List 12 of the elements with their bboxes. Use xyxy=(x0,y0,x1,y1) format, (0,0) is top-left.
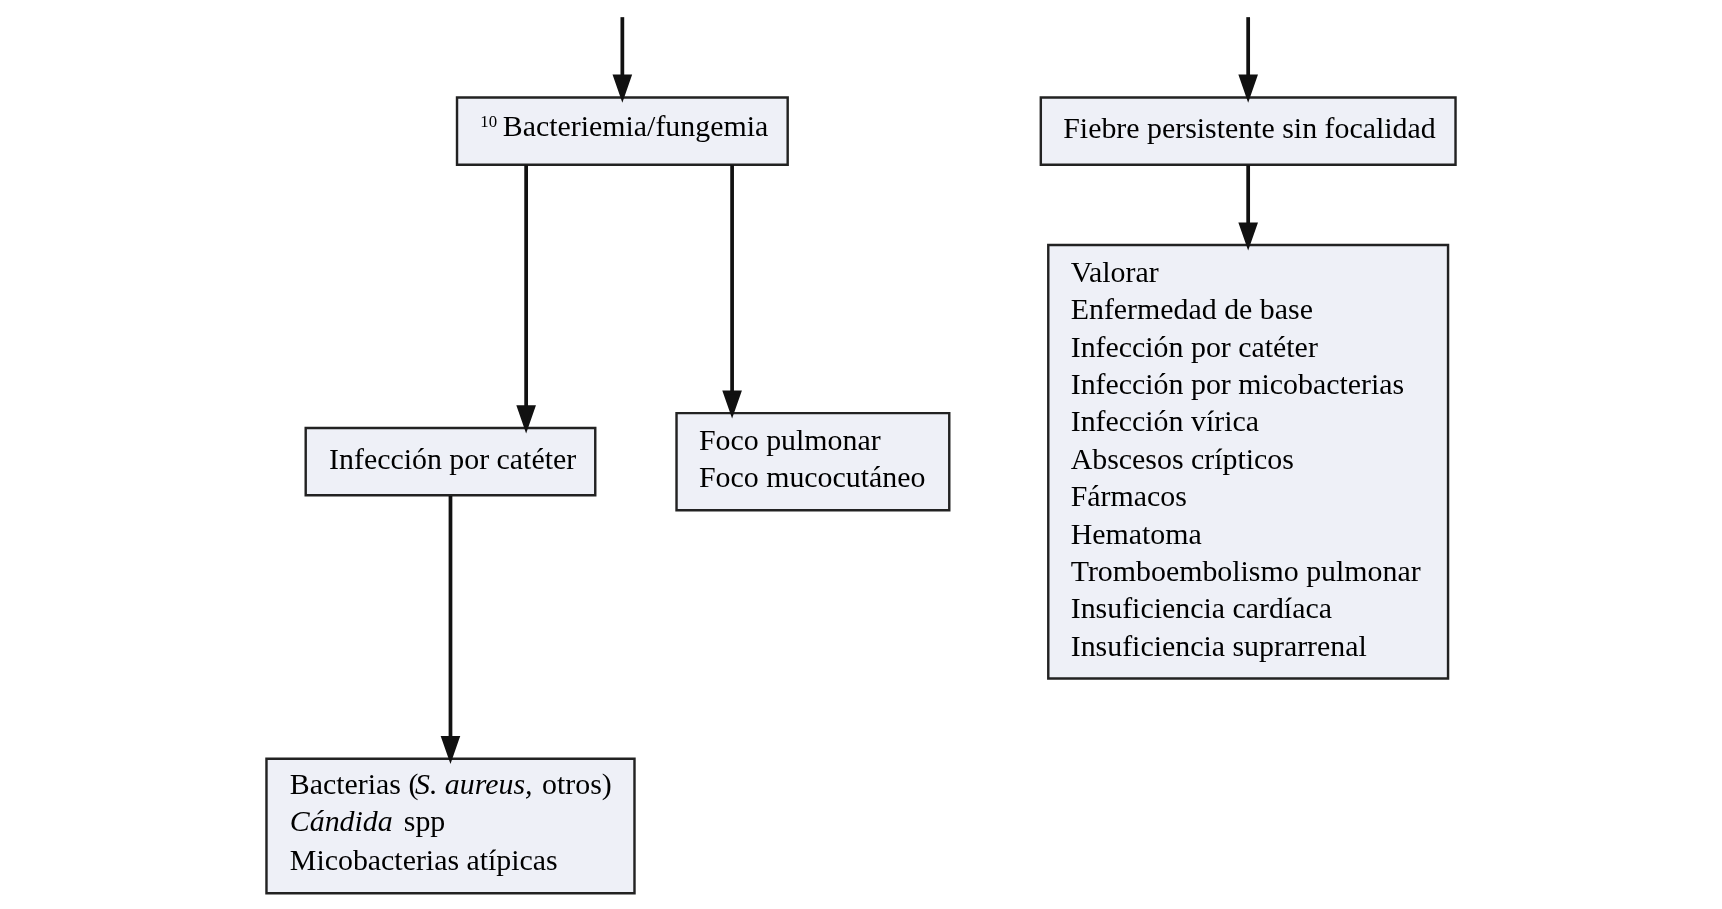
arrow xyxy=(440,496,461,764)
node-box: Fiebre persistente sin focalidad xyxy=(1039,96,1457,166)
arrow xyxy=(1238,165,1258,251)
node-box: Bacterias (S. aureus, otros) Cándida spp Micobacterias atípicas xyxy=(265,757,636,895)
arrow xyxy=(722,165,742,419)
arrow xyxy=(1238,17,1258,103)
node-box: Foco pulmonar Foco mucocutáneo xyxy=(675,411,951,512)
node-box: Infección por catéter xyxy=(304,426,597,497)
node-box: Valorar Enfermedad de base Infección por catéter Infección por micobacterias Infección vírica Abscesos crípticos Fármacos Hematoma Tromboembolismo pulmonar Insuficiencia cardíaca Insuficiencia suprarrenal xyxy=(1047,243,1450,680)
arrow xyxy=(516,165,536,434)
arrow xyxy=(612,17,633,103)
node-box: $^{10}$ Bacteriemia/fungemia xyxy=(455,96,789,166)
